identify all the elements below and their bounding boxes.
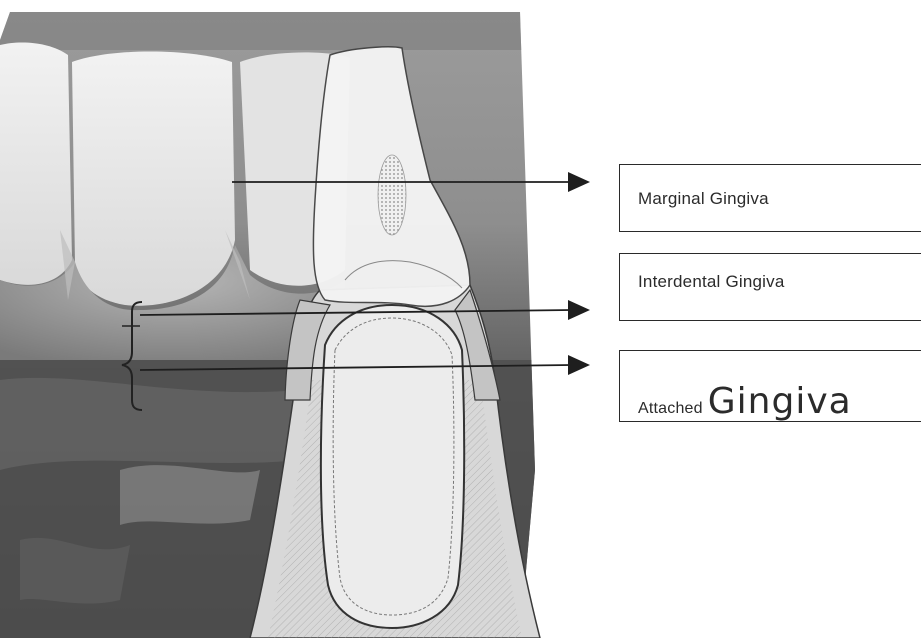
label-marginal-gingiva: Marginal Gingiva (638, 189, 769, 209)
label-attached-word: Attached (638, 400, 703, 417)
label-attached-gingiva: Attached Gingiva (638, 381, 852, 422)
arrow-right-icon (568, 355, 590, 375)
label-box-marginal-gingiva: Marginal Gingiva (619, 164, 921, 232)
arrow-right-icon (568, 172, 590, 192)
left-tooth (0, 42, 72, 284)
label-box-attached-gingiva: Attached Gingiva (619, 350, 921, 422)
label-gingiva-word: Gingiva (708, 381, 852, 422)
arrow-right-icon (568, 300, 590, 320)
label-interdental-gingiva: Interdental Gingiva (638, 272, 785, 292)
pulp-spot (378, 155, 406, 235)
label-box-interdental-gingiva: Interdental Gingiva (619, 253, 921, 321)
tooth-root (321, 305, 464, 628)
center-tooth (72, 52, 235, 306)
